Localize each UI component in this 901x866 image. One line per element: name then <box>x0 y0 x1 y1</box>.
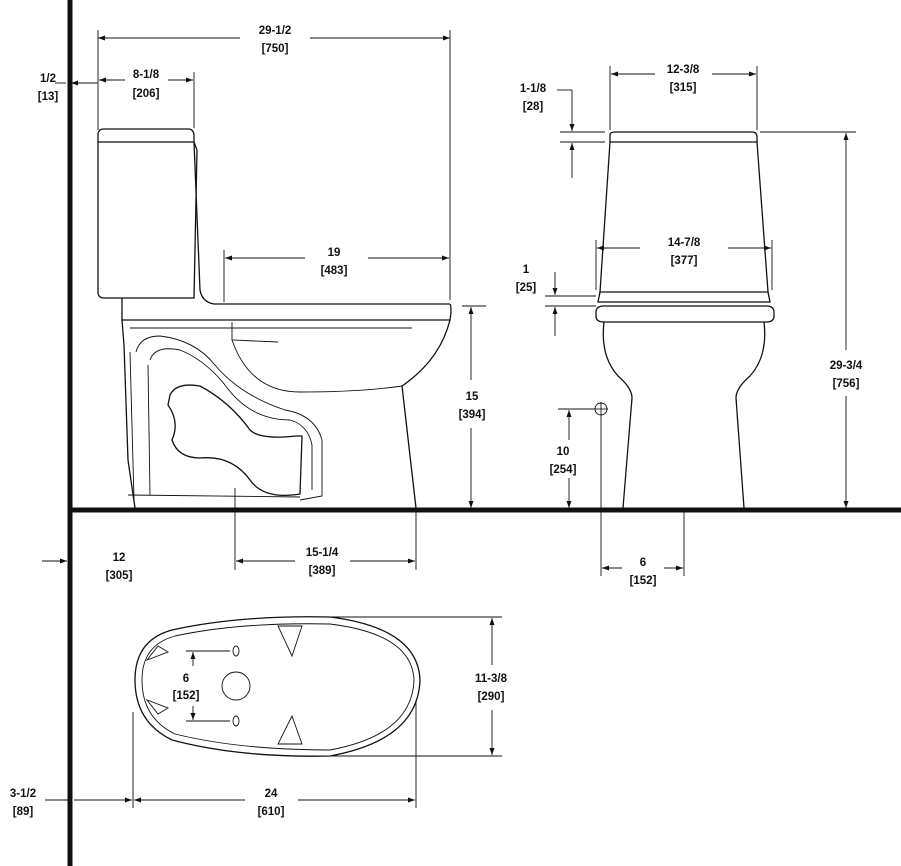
footprint-view <box>134 616 421 757</box>
seat-height-mm: [394] <box>459 409 486 421</box>
footprint-width-inch: 11-3/8 <box>475 673 508 685</box>
bowl-width-mm: [377] <box>671 255 698 267</box>
front-to-outlet-mm: [389] <box>309 565 336 577</box>
bowl-width-inch: 14-7/8 <box>668 237 701 249</box>
footprint-length-inch: 24 <box>265 788 278 800</box>
side-view-toilet <box>97 128 452 509</box>
rough-in-inch: 12 <box>113 552 126 564</box>
rim-thickness-inch: 1 <box>523 264 530 276</box>
supply-height-mm: [254] <box>550 464 577 476</box>
overall-height-inch: 29-3/4 <box>830 360 863 372</box>
front-view-toilet <box>594 131 775 509</box>
overall-height-mm: [756] <box>833 378 860 390</box>
front-to-outlet-inch: 15-1/4 <box>306 547 339 559</box>
footprint-width-mm: [290] <box>478 691 505 703</box>
bowl-length-mm: [483] <box>321 265 348 277</box>
seat-height-inch: 15 <box>466 391 479 403</box>
footprint-length-mm: [610] <box>258 806 285 818</box>
rim-thickness-mm: [25] <box>516 282 537 294</box>
rough-in-mm: [305] <box>106 570 133 582</box>
dimension-labels: 29-1/2 [750] 1/2 [13] 8-1/8 [206] 19 [48… <box>10 25 863 818</box>
supply-offset-inch: 6 <box>640 557 646 569</box>
bolt-spacing-inch: 6 <box>183 673 189 685</box>
lid-thickness-mm: [28] <box>523 101 544 113</box>
lid-thickness-inch: 1-1/8 <box>520 83 547 95</box>
overall-length-mm: [750] <box>262 43 289 55</box>
dimension-lines <box>42 30 856 808</box>
bolt-spacing-mm: [152] <box>173 690 200 702</box>
tank-depth-inch: 8-1/8 <box>133 69 160 81</box>
supply-height-inch: 10 <box>557 446 570 458</box>
wall-gap-mm: [13] <box>38 91 59 103</box>
tank-width-inch: 12-3/8 <box>667 64 700 76</box>
bowl-length-inch: 19 <box>328 247 341 259</box>
wall-to-base-mm: [89] <box>13 806 34 818</box>
tank-depth-mm: [206] <box>133 88 160 100</box>
wall-to-base-inch: 3-1/2 <box>10 788 36 800</box>
tank-width-mm: [315] <box>670 82 697 94</box>
supply-offset-mm: [152] <box>630 575 657 587</box>
overall-length-inch: 29-1/2 <box>259 25 292 37</box>
wall-gap-inch: 1/2 <box>40 73 56 85</box>
